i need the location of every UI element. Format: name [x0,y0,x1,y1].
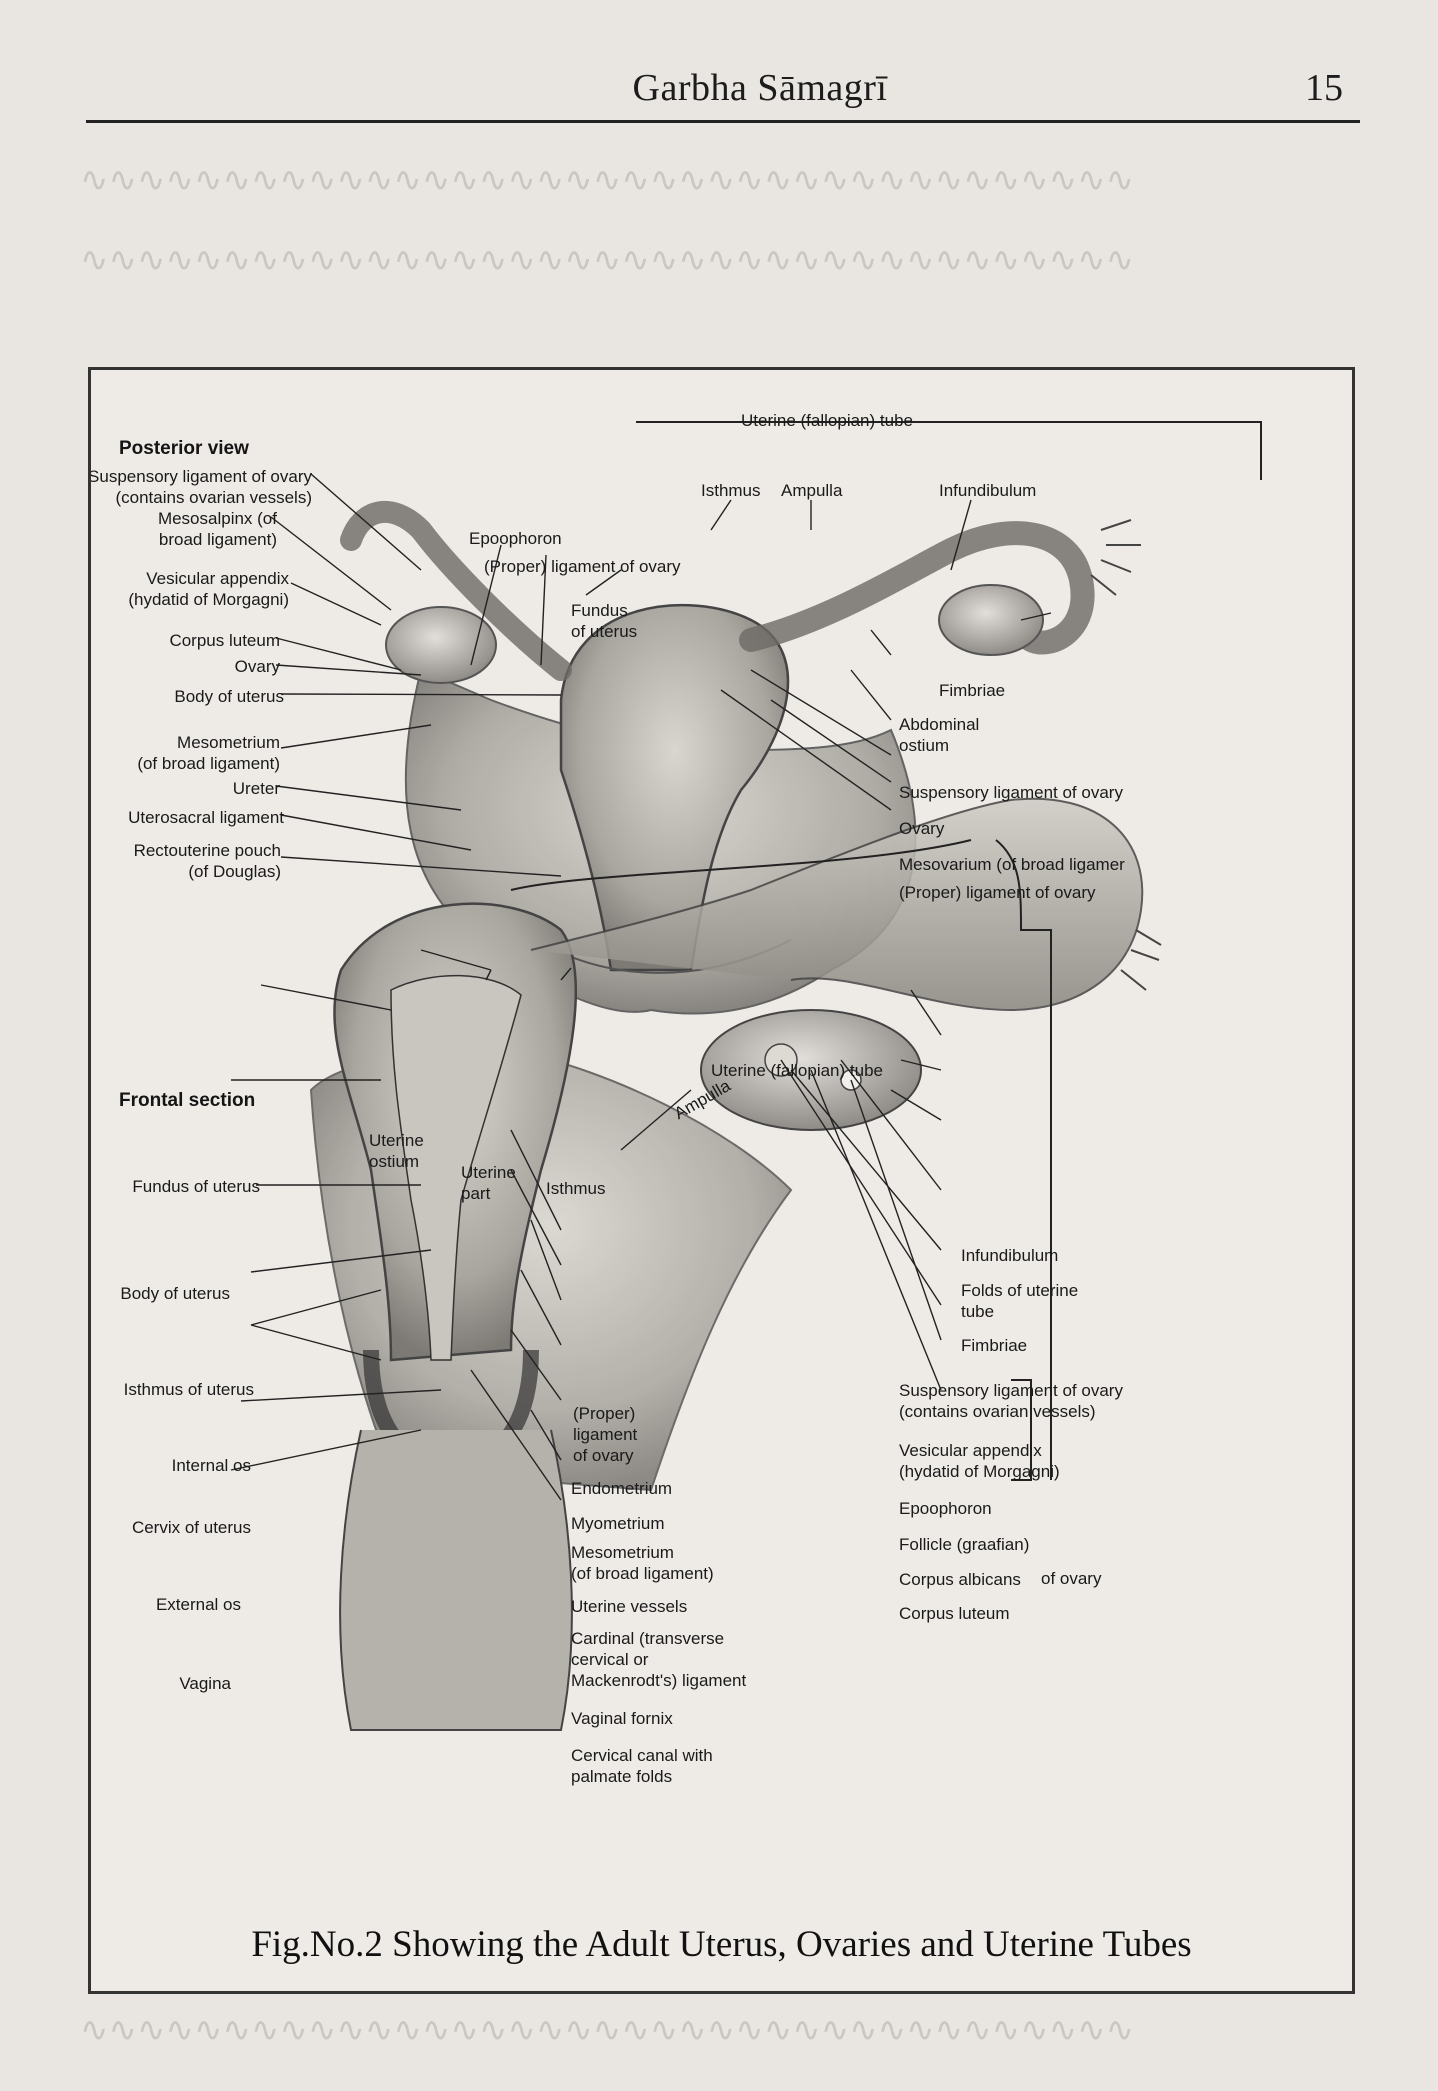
left-tube-posterior [340,501,572,681]
label-ampulla-posterior: Ampulla [781,481,843,500]
figure-caption: Fig.No.2 Showing the Adult Uterus, Ovari… [251,1924,1192,1965]
header-rule [86,120,1360,123]
label-isthmus-frontal: Isthmus [546,1179,606,1198]
label-mesosalpinx: Mesosalpinx (of broad ligament) [157,509,277,549]
posterior-leader-lines [270,473,1052,877]
label-proper-ligament-frontal: (Proper) ligament of ovary [573,1404,638,1465]
right-tube-posterior [739,521,1095,655]
label-corpus-albicans: Corpus albicans [899,1570,1021,1589]
label-myometrium: Myometrium [571,1514,665,1533]
label-mesometrium-posterior: Mesometrium (of broad ligament) [137,733,280,773]
label-suspensory-ligament-right: Suspensory ligament of ovary [899,783,1123,802]
label-vaginal-fornix: Vaginal fornix [571,1709,673,1728]
bracket-frontal-right [995,839,1052,1480]
label-corpus-luteum-frontal: Corpus luteum [899,1604,1010,1623]
label-internal-os: Internal os [171,1456,251,1475]
label-infundibulum-frontal: Infundibulum [961,1246,1059,1265]
label-mesometrium-frontal: Mesometrium (of broad ligament) [571,1543,714,1583]
figure-box: Posterior view Suspensory ligament of ov… [88,367,1355,1994]
label-proper-ligament-right: (Proper) ligament of ovary [899,883,1096,902]
label-uterine-vessels: Uterine vessels [571,1597,688,1616]
label-ovary-left: Ovary [234,657,280,676]
label-external-os: External os [155,1595,241,1614]
label-abdominal-ostium: Abdominal ostium [899,715,980,755]
label-proper-ligament-posterior-top: (Proper) ligament of ovary [484,557,681,576]
label-of-ovary: of ovary [1041,1569,1102,1588]
bracket-of-ovary [1011,1379,1032,1481]
label-uterine-ostium: Uterine ostium [369,1131,424,1171]
label-folds-of-uterine-tube: Folds of uterine tube [961,1281,1079,1321]
left-ovary-posterior [385,606,497,684]
label-corpus-luteum-left: Corpus luteum [169,631,280,650]
label-ovary-right: Ovary [899,819,945,838]
label-suspensory-ligament-left: Suspensory ligament of ovary (contains o… [88,467,312,507]
page-number: 15 [1305,67,1343,109]
frontal-section-drawing [309,797,1162,1731]
anatomy-illustration [230,421,1262,1731]
vagina-frontal [339,1429,573,1731]
frontal-leader-lines [230,949,942,1501]
label-isthmus-of-uterus: Isthmus of uterus [123,1380,254,1399]
label-mesovarium: Mesovarium (of broad ligamer [899,855,1125,874]
uterine-cavity [390,974,522,1361]
label-fundus-posterior: Fundus of uterus [571,601,638,641]
label-cervix-of-uterus: Cervix of uterus [131,1518,251,1537]
label-fundus-of-uterus: Fundus of uterus [132,1177,260,1196]
label-fimbriae-frontal: Fimbriae [961,1336,1028,1355]
label-cardinal-ligament: Cardinal (transverse cervical or Mackenr… [571,1629,747,1690]
frontal-section-title: Frontal section [119,1090,256,1111]
label-cervical-canal: Cervical canal with palmate folds [571,1746,713,1786]
label-vagina: Vagina [179,1674,231,1693]
bracket-tube-posterior [636,421,1262,480]
label-follicle-graafian: Follicle (graafian) [899,1535,1030,1554]
label-body-of-uterus-posterior: Body of uterus [174,687,284,706]
label-infundibulum-posterior: Infundibulum [939,481,1037,500]
label-epoophoron-frontal: Epoophoron [899,1499,992,1518]
label-vesicular-appendix-frontal: Vesicular appendix (hydatid of Morgagni) [899,1441,1060,1481]
fimbriae-posterior [1090,519,1141,596]
frontal-tube [530,797,1144,1012]
posterior-view-title: Posterior view [119,438,249,459]
label-ureter: Ureter [232,779,280,798]
label-endometrium: Endometrium [571,1479,673,1498]
label-suspensory-ligament-frontal: Suspensory ligament of ovary (contains o… [899,1381,1123,1421]
label-uterine-part: Uterine part [461,1163,516,1203]
label-uterine-tube-posterior: Uterine (fallopian) tube [741,411,913,430]
running-title: Garbha Sāmagrī [632,67,888,109]
label-isthmus-posterior: Isthmus [701,481,761,500]
right-ovary-posterior [938,584,1044,656]
label-body-of-uterus-frontal: Body of uterus [120,1284,230,1303]
label-epoophoron-posterior: Epoophoron [469,529,562,548]
bracket-tube-frontal [510,839,972,891]
frontal-fimbriae [1120,929,1162,991]
label-vesicular-appendix-left: Vesicular appendix (hydatid of Morgagni) [128,569,289,609]
label-uterosacral-ligament: Uterosacral ligament [128,808,284,827]
label-rectouterine-pouch: Rectouterine pouch (of Douglas) [133,841,281,881]
label-fimbriae-posterior: Fimbriae [939,681,1006,700]
label-uterine-tube-frontal: Uterine (fallopian) tube [711,1061,883,1080]
